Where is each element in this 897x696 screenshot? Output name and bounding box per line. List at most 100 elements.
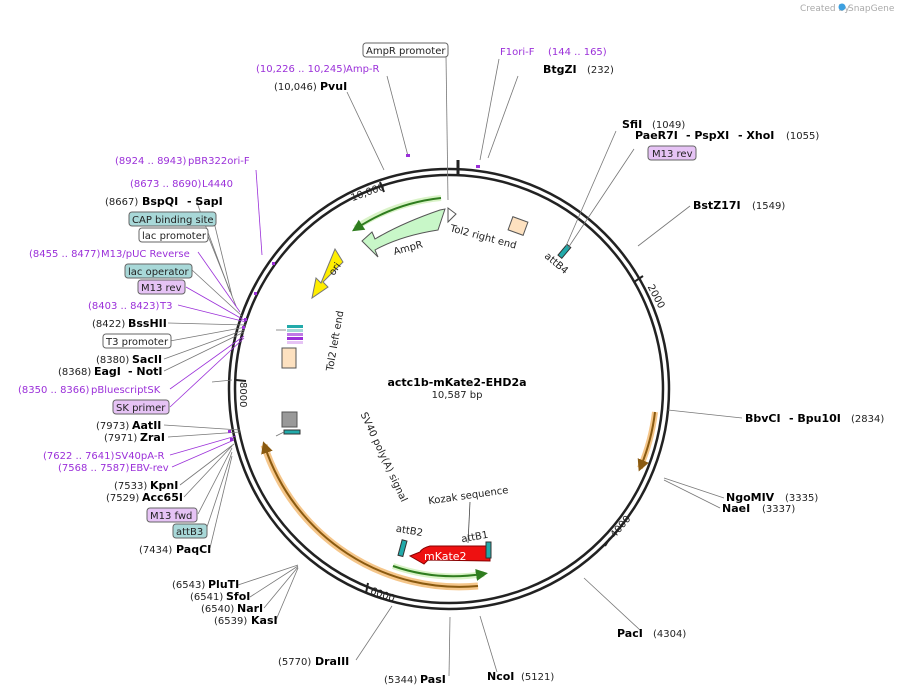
- ncoi-name[interactable]: NcoI: [487, 670, 514, 683]
- amp-r-range: (10,226 .. 10,245): [256, 64, 347, 75]
- m13-rev-right-label: M13 rev: [652, 149, 693, 160]
- lac-operator-box[interactable]: [124, 263, 193, 279]
- aatii-pos: (7973): [96, 421, 129, 432]
- btgzi-name[interactable]: BtgZI: [543, 63, 577, 76]
- tick-8000: 8000: [237, 382, 248, 407]
- attb1-label: attB1: [461, 530, 490, 546]
- xhoi-name[interactable]: - XhoI: [738, 129, 774, 142]
- pbluescript-name[interactable]: pBluescriptSK: [91, 385, 161, 396]
- lac-promoter-box[interactable]: [138, 227, 209, 243]
- m13-fwd-box[interactable]: [146, 507, 198, 523]
- bpu10i-name[interactable]: - Bpu10I: [789, 412, 841, 425]
- bbvci-name[interactable]: BbvCI: [745, 412, 781, 425]
- bspqi-pos: (8667): [105, 197, 138, 208]
- m13puc-name[interactable]: M13/pUC Reverse: [101, 249, 190, 260]
- sfoi-pos: (6541): [190, 592, 223, 603]
- ampr-orf-arrow: [351, 197, 442, 232]
- paer7i-pos: (1055): [786, 131, 819, 142]
- kasi-pos: (6539): [214, 616, 247, 627]
- bsshii-name[interactable]: BssHII: [128, 317, 167, 330]
- zrai-name[interactable]: ZraI: [140, 431, 165, 444]
- m13puc-range: (8455 .. 8477): [29, 249, 101, 260]
- bspqi-name[interactable]: BspQI: [142, 195, 178, 208]
- pvui-pos: (10,046): [274, 82, 317, 93]
- pluti-pos: (6543): [172, 580, 205, 591]
- plasmid-name: actc1b-mKate2-EHD2a: [387, 376, 526, 389]
- ebv-name[interactable]: EBV-rev: [130, 463, 169, 474]
- attb3-box[interactable]: [283, 429, 301, 435]
- l4440-name[interactable]: L4440: [202, 179, 233, 190]
- m13-rev-right-box[interactable]: [647, 145, 697, 161]
- orange-orf-right-glow: [637, 411, 658, 470]
- sk-primer-label: SK primer: [116, 403, 166, 414]
- mkate2-feature-arrow[interactable]: [408, 545, 491, 565]
- attb2-box[interactable]: [397, 539, 408, 558]
- sfoi-name[interactable]: SfoI: [226, 590, 250, 603]
- bsshii-pos: (8422): [92, 319, 125, 330]
- kpni-name[interactable]: KpnI: [150, 479, 178, 492]
- bstz17i-name[interactable]: BstZ17I: [693, 199, 741, 212]
- sapi-name[interactable]: - SapI: [187, 195, 223, 208]
- ori-feature-arrow[interactable]: [311, 247, 344, 300]
- aatii-name[interactable]: AatII: [132, 419, 161, 432]
- lac-operator-label: lac operator: [128, 267, 189, 278]
- sv40pa-name[interactable]: SV40pA-R: [115, 451, 164, 462]
- t3-name[interactable]: T3: [159, 301, 172, 312]
- paqci-name[interactable]: PaqCI: [176, 543, 211, 556]
- sv40-box[interactable]: [281, 411, 298, 428]
- nari-pos: (6540): [201, 604, 234, 615]
- naei-name[interactable]: NaeI: [722, 502, 750, 515]
- eagi-name[interactable]: EagI: [94, 365, 121, 378]
- cap-binding-site-label: CAP binding site: [132, 215, 214, 226]
- primer-marks: [228, 154, 480, 441]
- draiii-pos: (5770): [278, 657, 311, 668]
- t3-range: (8403 .. 8423): [88, 301, 160, 312]
- sk-primer-box[interactable]: [112, 399, 170, 415]
- paer7i-name[interactable]: PaeR7I: [635, 129, 678, 142]
- attb1-box[interactable]: [485, 541, 492, 559]
- paci-name[interactable]: PacI: [617, 627, 643, 640]
- acc65i-name[interactable]: Acc65I: [142, 491, 183, 504]
- sfii-name[interactable]: SfiI: [622, 118, 642, 131]
- attb3-label-box[interactable]: [172, 523, 208, 539]
- ebv-range: (7568 .. 7587): [58, 463, 130, 474]
- ampr-promoter-arrow: [447, 207, 457, 224]
- m13-rev-left-box[interactable]: [137, 279, 186, 295]
- plasmid-length: 10,587 bp: [432, 390, 483, 401]
- sfii-pos: (1049): [652, 120, 685, 131]
- snapgene-logo-icon: [838, 3, 846, 11]
- ampr-feature-arrow[interactable]: [361, 208, 446, 258]
- draiii-name[interactable]: DraIII: [315, 655, 349, 668]
- pasi-name[interactable]: PasI: [420, 673, 446, 686]
- amp-r-name[interactable]: Amp-R: [346, 64, 380, 75]
- f1ori-f-name[interactable]: F1ori-F: [500, 47, 535, 58]
- attb4-label: attB4: [542, 251, 570, 277]
- ampr-promoter-box[interactable]: [362, 42, 449, 58]
- ampr-promoter-label: AmpR promoter: [366, 46, 446, 57]
- tol2-right-label: Tol2 right end: [448, 223, 518, 252]
- attb3-side-label: attB3: [176, 527, 203, 538]
- backbone-outer: [227, 167, 671, 611]
- pbr322-name[interactable]: pBR322ori-F: [188, 156, 250, 167]
- sacii-name[interactable]: SacII: [132, 353, 162, 366]
- tol2-right-box[interactable]: [507, 216, 529, 236]
- tol2-left-label: Tol2 left end: [325, 310, 347, 373]
- mkate2-label: mKate2: [424, 550, 467, 563]
- noti-name[interactable]: - NotI: [128, 365, 163, 378]
- l4440-range: (8673 .. 8690): [130, 179, 202, 190]
- kasi-name[interactable]: KasI: [251, 614, 278, 627]
- tol2-left-box[interactable]: [281, 347, 297, 369]
- naei-pos: (3337): [762, 504, 795, 515]
- m13-fwd-label: M13 fwd: [150, 511, 192, 522]
- cap-binding-site-box[interactable]: [128, 211, 217, 227]
- pbr322-range: (8924 .. 8943): [115, 156, 187, 167]
- pvui-name[interactable]: PvuI: [320, 80, 347, 93]
- nari-name[interactable]: NarI: [237, 602, 263, 615]
- pspxi-name[interactable]: - PspXI: [686, 129, 729, 142]
- credit-brand: SnapGene: [848, 4, 895, 14]
- eagi-pos: (8368): [58, 367, 91, 378]
- t3-promoter-box[interactable]: [102, 333, 172, 349]
- ngomiv-name[interactable]: NgoMIV: [726, 491, 775, 504]
- pluti-name[interactable]: PluTI: [208, 578, 239, 591]
- acc65i-pos: (7529): [106, 493, 139, 504]
